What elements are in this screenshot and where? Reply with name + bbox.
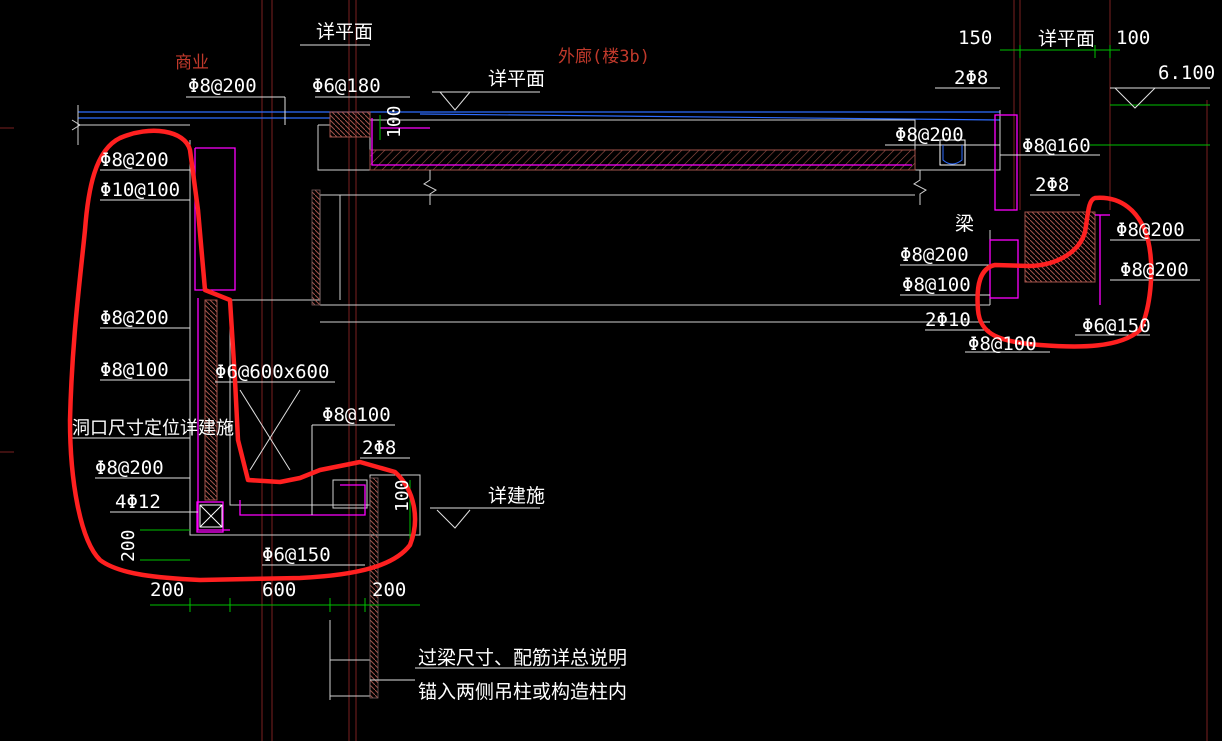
dim-label: 200 — [118, 529, 139, 562]
drawing-labels: 商业 外廊(楼3b) 详平面 详平面 详平面 详建施 洞口尺寸定位详建施 梁 过… — [72, 21, 1095, 703]
label-detail-plan-top: 详平面 — [316, 21, 373, 43]
label-detail-plan-mid: 详平面 — [488, 68, 545, 90]
rebar-label: Φ8@200 — [895, 124, 964, 146]
rebar-label: Φ8@200 — [188, 75, 257, 97]
rebar-label: Φ8@100 — [902, 274, 971, 296]
dim-label: 100 — [392, 479, 413, 512]
rebar-label: Φ8@100 — [322, 404, 391, 426]
rebar-label: Φ8@200 — [1120, 259, 1189, 281]
highlight-loop-left — [67, 128, 418, 583]
rebar-label: Φ8@200 — [100, 307, 169, 329]
rebar-label: 2Φ8 — [1035, 174, 1069, 196]
label-detail-arch: 详建施 — [488, 485, 545, 507]
rebar-label: Φ8@100 — [968, 333, 1037, 355]
dim-label: 150 — [958, 27, 992, 49]
rebar-label: Φ8@200 — [100, 149, 169, 171]
rebar-label: Φ10@100 — [100, 179, 180, 201]
rebar-label: Φ6@180 — [312, 75, 381, 97]
dimension-lines — [140, 45, 1210, 612]
slab-lines — [78, 111, 1001, 121]
rebar-lines — [194, 114, 1110, 533]
label-opening-note: 洞口尺寸定位详建施 — [72, 418, 234, 439]
rebar-label: Φ6@600x600 — [215, 361, 329, 383]
dimension-labels: 100 150 100 6.100 200 200 600 200 100 — [118, 27, 1215, 601]
rebar-label: Φ8@200 — [95, 457, 164, 479]
highlight-loop-right — [975, 195, 1154, 349]
elevation-label: 6.100 — [1158, 62, 1215, 84]
rebar-label: 4Φ12 — [115, 491, 161, 513]
rebar-label: Φ8@200 — [1116, 219, 1185, 241]
corner-column-detail — [199, 504, 223, 528]
rebar-labels: Φ8@200 Φ6@180 Φ8@200 Φ10@100 Φ8@200 Φ8@1… — [95, 67, 1189, 566]
label-commercial: 商业 — [175, 53, 209, 73]
rebar-label: Φ6@150 — [262, 544, 331, 566]
note-line-1: 过梁尺寸、配筋详总说明 — [418, 647, 627, 669]
label-detail-plan-right: 详平面 — [1038, 28, 1095, 50]
dim-label: 600 — [262, 579, 296, 601]
dim-label: 100 — [384, 105, 405, 138]
dim-label: 100 — [1116, 27, 1150, 49]
drain-detail — [939, 139, 966, 166]
note-line-2: 锚入两侧吊柱或构造柱内 — [418, 681, 627, 703]
dim-label: 200 — [150, 579, 184, 601]
label-corridor: 外廊(楼3b) — [558, 47, 650, 67]
rebar-label: 2Φ8 — [954, 67, 988, 89]
rebar-label: Φ6@150 — [1082, 315, 1151, 337]
highlight-loops — [67, 128, 1154, 583]
rebar-label: Φ8@200 — [900, 244, 969, 266]
label-beam: 梁 — [955, 213, 974, 235]
rebar-label: 2Φ10 — [925, 309, 971, 331]
break-marks — [71, 119, 927, 205]
rebar-label: 2Φ8 — [362, 437, 396, 459]
dim-label: 200 — [372, 579, 406, 601]
rebar-label: Φ8@160 — [1022, 135, 1091, 157]
rebar-label: Φ8@100 — [100, 359, 169, 381]
